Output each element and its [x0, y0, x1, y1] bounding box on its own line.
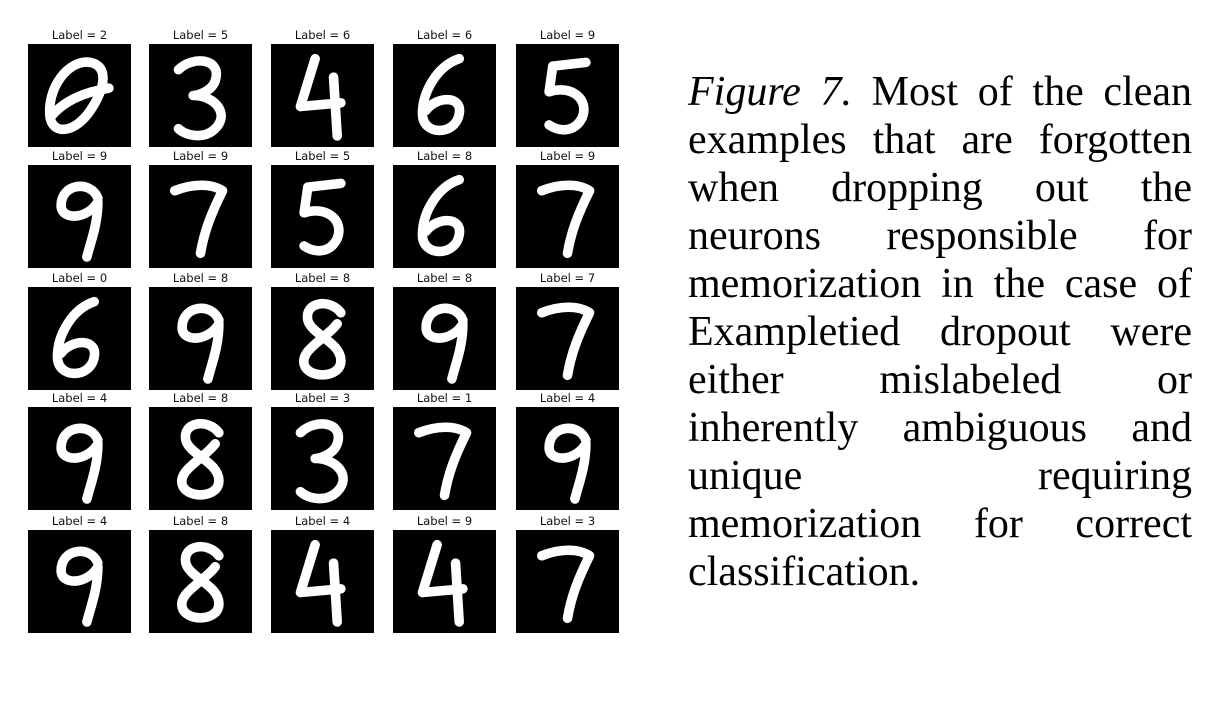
handwritten-digit-4-icon	[271, 530, 374, 633]
panel-label: Label = 6	[416, 28, 473, 42]
handwritten-digit-9-icon	[516, 407, 619, 510]
handwritten-digit-9-icon	[393, 287, 496, 390]
panel-label: Label = 3	[294, 391, 351, 405]
panel-label: Label = 9	[416, 514, 473, 528]
panel-label: Label = 4	[51, 514, 108, 528]
panel-label: Label = 8	[172, 271, 229, 285]
panel-label: Label = 5	[294, 149, 351, 163]
panel-label: Label = 4	[539, 391, 596, 405]
panel-label: Label = 3	[539, 514, 596, 528]
panel-label: Label = 8	[416, 149, 473, 163]
handwritten-digit-5-icon	[271, 165, 374, 268]
handwritten-digit-4-icon	[393, 530, 496, 633]
handwritten-digit-6-icon	[393, 44, 496, 147]
handwritten-digit-7-icon	[149, 165, 252, 268]
panel-label: Label = 8	[416, 271, 473, 285]
panel-label: Label = 1	[416, 391, 473, 405]
handwritten-digit-6-icon	[393, 165, 496, 268]
handwritten-digit-3-icon	[271, 407, 374, 510]
panel-label: Label = 0	[51, 271, 108, 285]
panel-label: Label = 2	[51, 28, 108, 42]
handwritten-digit-9-icon	[28, 407, 131, 510]
handwritten-digit-0-icon	[28, 44, 131, 147]
handwritten-digit-7-icon	[393, 407, 496, 510]
panel-label: Label = 6	[294, 28, 351, 42]
panel-label: Label = 9	[539, 149, 596, 163]
panel-label: Label = 9	[172, 149, 229, 163]
handwritten-digit-7-icon	[516, 530, 619, 633]
panel-label: Label = 9	[539, 28, 596, 42]
panel-label: Label = 9	[51, 149, 108, 163]
handwritten-digit-7-icon	[516, 165, 619, 268]
figure-number: Figure 7.	[688, 69, 852, 115]
handwritten-digit-8-icon	[271, 287, 374, 390]
figure-caption: Figure 7. Most of the clean examples tha…	[688, 68, 1192, 596]
handwritten-digit-8-icon	[149, 407, 252, 510]
mnist-digit-grid: Label = 2 Label = 5 Label = 6 Label = 6 Labe…	[28, 28, 619, 633]
handwritten-digit-7-icon	[516, 287, 619, 390]
panel-label: Label = 4	[51, 391, 108, 405]
handwritten-digit-3-icon	[149, 44, 252, 147]
handwritten-digit-6-icon	[28, 287, 131, 390]
handwritten-digit-9-icon	[28, 530, 131, 633]
handwritten-digit-5-icon	[516, 44, 619, 147]
handwritten-digit-9-icon	[28, 165, 131, 268]
panel-label: Label = 7	[539, 271, 596, 285]
handwritten-digit-9-icon	[149, 287, 252, 390]
handwritten-digit-8-icon	[149, 530, 252, 633]
handwritten-digit-4-icon	[271, 44, 374, 147]
panel-label: Label = 4	[294, 514, 351, 528]
panel-label: Label = 5	[172, 28, 229, 42]
panel-label: Label = 8	[294, 271, 351, 285]
panel-label: Label = 8	[172, 514, 229, 528]
panel-label: Label = 8	[172, 391, 229, 405]
caption-text: Most of the clean examples that are forg…	[688, 69, 1192, 595]
